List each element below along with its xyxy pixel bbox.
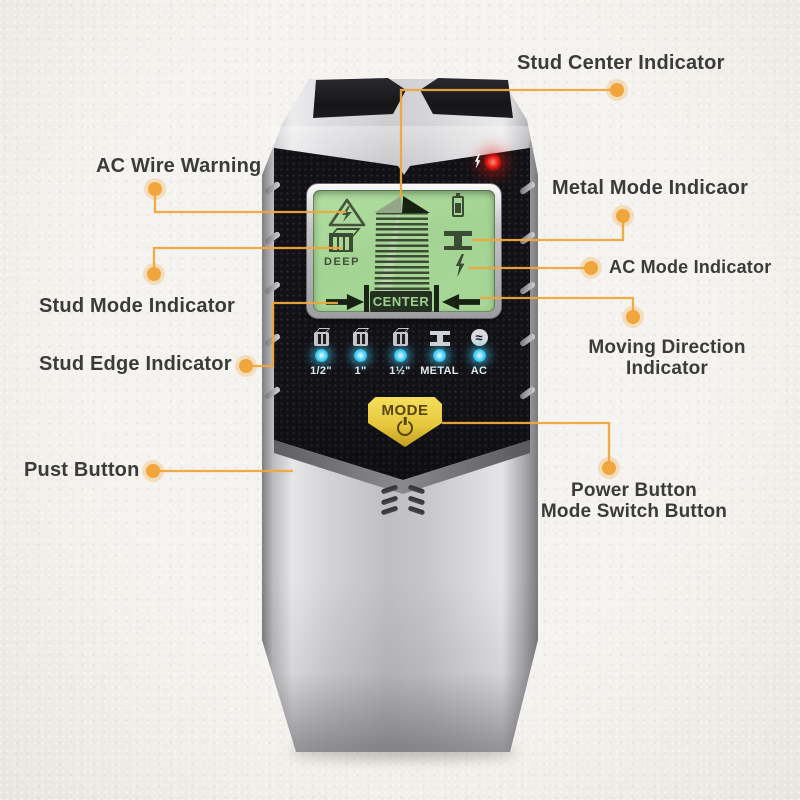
signal-peak-right: [402, 196, 430, 213]
indicator-label: METAL: [420, 365, 459, 377]
indicator-label: 1": [354, 365, 367, 377]
indicator-half-inch: 1/2": [302, 324, 340, 377]
label-moving-direction-indicator: Moving Direction Indicator: [571, 337, 763, 380]
indicator-metal: METAL: [420, 324, 459, 377]
edge-marker-right: [434, 285, 439, 312]
speaker-slot: [407, 494, 425, 505]
label-power-mode-button: Power Button Mode Switch Button: [534, 480, 734, 523]
label-push-button: Pust Button: [24, 459, 140, 481]
indicator-led-row: 1/2" 1" 1½" METAL ≈ AC: [302, 324, 498, 377]
led-one-inch: [354, 349, 367, 362]
indicator-label: 1/2": [310, 365, 332, 377]
ac-mode-bolt-icon: [455, 254, 465, 277]
stud-center-indicator: CENTER: [370, 291, 432, 312]
metal-beam-icon: [429, 331, 450, 346]
right-arrow-icon: [326, 294, 364, 310]
label-line: Mode Switch Button: [540, 501, 728, 523]
lcd-display: DEEP CENTER: [306, 183, 502, 319]
label-line: Indicator: [625, 358, 709, 380]
stud-depth-icon: [353, 332, 368, 346]
edge-marker-left: [364, 285, 369, 312]
label-metal-mode-indicator: Metal Mode Indicaor: [552, 177, 749, 199]
label-stud-mode-indicator: Stud Mode Indicator: [39, 295, 236, 317]
speaker-grille: [380, 484, 427, 516]
label-line: Power Button: [571, 480, 697, 501]
label-line: Moving Direction: [588, 337, 746, 358]
led-half-inch: [314, 349, 328, 362]
ac-warning-led: [483, 152, 503, 172]
top-grip-pad-left: [313, 78, 406, 118]
led-one-half-inch: [393, 349, 407, 362]
indicator-label: AC: [470, 365, 488, 377]
ac-wave-icon: ≈: [470, 329, 488, 346]
indicator-label: 1½": [389, 365, 411, 377]
label-ac-mode-indicator: AC Mode Indicator: [609, 257, 772, 277]
indicator-one-half-inch: 1½": [381, 324, 419, 377]
lcd-screen: DEEP CENTER: [313, 190, 495, 312]
metal-mode-icon: [444, 231, 472, 250]
stud-finder-device: DEEP CENTER 1/2": [262, 78, 538, 754]
deep-scan-icon: [329, 233, 353, 252]
label-ac-wire-warning: AC Wire Warning: [96, 155, 262, 177]
indicator-ac: ≈ AC: [460, 324, 498, 377]
label-stud-edge-indicator: Stud Edge Indicator: [39, 353, 232, 375]
speaker-slot: [380, 494, 399, 505]
battery-icon: [452, 193, 464, 217]
stud-depth-icon: [392, 332, 408, 346]
led-ac: [472, 349, 486, 362]
signal-peak-left: [374, 196, 402, 213]
ac-wire-warning-icon: [328, 198, 366, 227]
stud-depth-icon: [313, 332, 329, 346]
deep-label: DEEP: [324, 256, 360, 268]
left-arrow-icon: [442, 294, 480, 310]
power-icon: [397, 420, 413, 436]
label-stud-center-indicator: Stud Center Indicator: [517, 52, 725, 74]
led-metal: [433, 349, 446, 362]
indicator-one-inch: 1": [342, 324, 380, 377]
mode-button-label: MODE: [381, 402, 429, 419]
